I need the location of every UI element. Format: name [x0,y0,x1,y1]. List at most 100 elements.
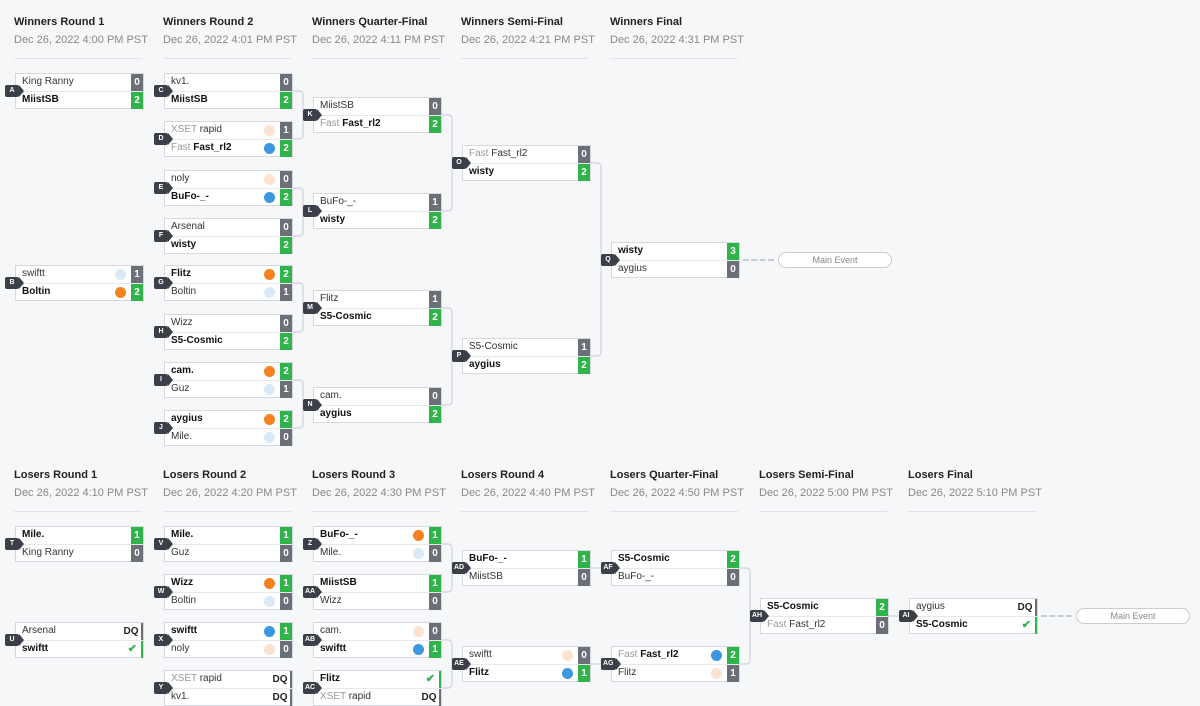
player-row[interactable]: Mile.0 [165,429,292,446]
player-row[interactable]: cam.0 [314,388,441,406]
player-row[interactable]: cam.0 [314,623,441,641]
player-row[interactable]: swiftt✔ [16,641,143,658]
main-event-pill[interactable]: Main Event [1076,608,1190,624]
player-row[interactable]: BuFo-_-1 [463,551,590,569]
player-row[interactable]: Mile.0 [314,545,441,562]
player-row[interactable]: BuFo-_-1 [314,194,441,212]
player-row[interactable]: Mile.1 [165,527,292,545]
main-event-pill[interactable]: Main Event [778,252,892,268]
player-row[interactable]: BuFo-_-2 [165,189,292,206]
player-row[interactable]: cam.2 [165,363,292,381]
player-row[interactable]: BuFo-_-0 [612,569,739,586]
player-row[interactable]: kv1.0 [165,74,292,92]
player-row[interactable]: kv1.DQ [165,689,292,706]
player-row[interactable]: BuFo-_-1 [314,527,441,545]
player-row[interactable]: Flitz✔ [314,671,441,689]
player-row[interactable]: Mile.1 [16,527,143,545]
player-row[interactable]: S5-Cosmic✔ [910,617,1037,634]
